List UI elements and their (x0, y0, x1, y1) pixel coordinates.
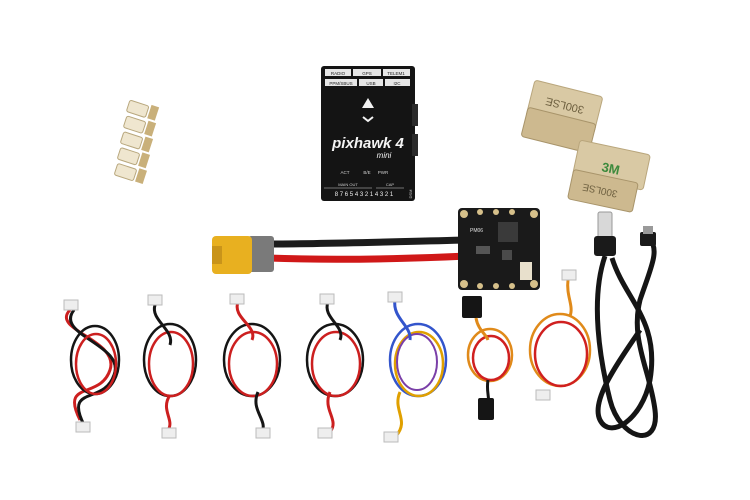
main-out-label: MAIN OUT (338, 182, 358, 187)
indicator-pwr-label: PWR (378, 170, 389, 175)
cable-coil-5-multicolor (383, 291, 448, 443)
brand-logo-text: pixhawk 4 (331, 135, 404, 152)
dsm-label: DSM (408, 190, 413, 199)
cable-coil-1 (63, 299, 121, 433)
indicator-be-label: B/E (363, 170, 370, 175)
cable-coil-4 (305, 293, 365, 439)
cap-label: CAP (386, 182, 395, 187)
usb-cable (594, 211, 658, 438)
pin-numbers: 8 7 6 5 4 3 2 1 4 3 2 1 (335, 192, 394, 198)
indicator-act-label: ACT (341, 170, 350, 175)
servo-cable (462, 296, 514, 420)
power-module-board: PM06 (458, 208, 540, 290)
power-module-label: PM06 (470, 228, 483, 234)
port-label-grid: RADIO GPS TELEM1 PPM/SBUS USB I2C (325, 69, 410, 86)
port-label: PPM/SBUS (329, 81, 352, 86)
orientation-arrow-icon (362, 98, 374, 123)
cable-coil-2 (142, 294, 198, 439)
small-connector-cluster (114, 100, 160, 185)
flight-controller: RADIO GPS TELEM1 PPM/SBUS USB I2C pixhaw… (321, 66, 418, 201)
port-label: GPS (362, 71, 372, 76)
tape-brand-text: 3M (600, 159, 621, 177)
model-text: mini (377, 151, 392, 160)
power-cable-xt60 (212, 236, 472, 274)
cable-coil-orange (528, 269, 592, 401)
port-label: TELEM1 (387, 71, 405, 76)
port-label: RADIO (331, 71, 346, 76)
adhesive-tape-pieces: 300LSE 3M 300LSE (521, 80, 651, 213)
port-label: USB (366, 81, 375, 86)
port-label: I2C (393, 81, 401, 86)
cable-coil-3 (222, 293, 282, 439)
